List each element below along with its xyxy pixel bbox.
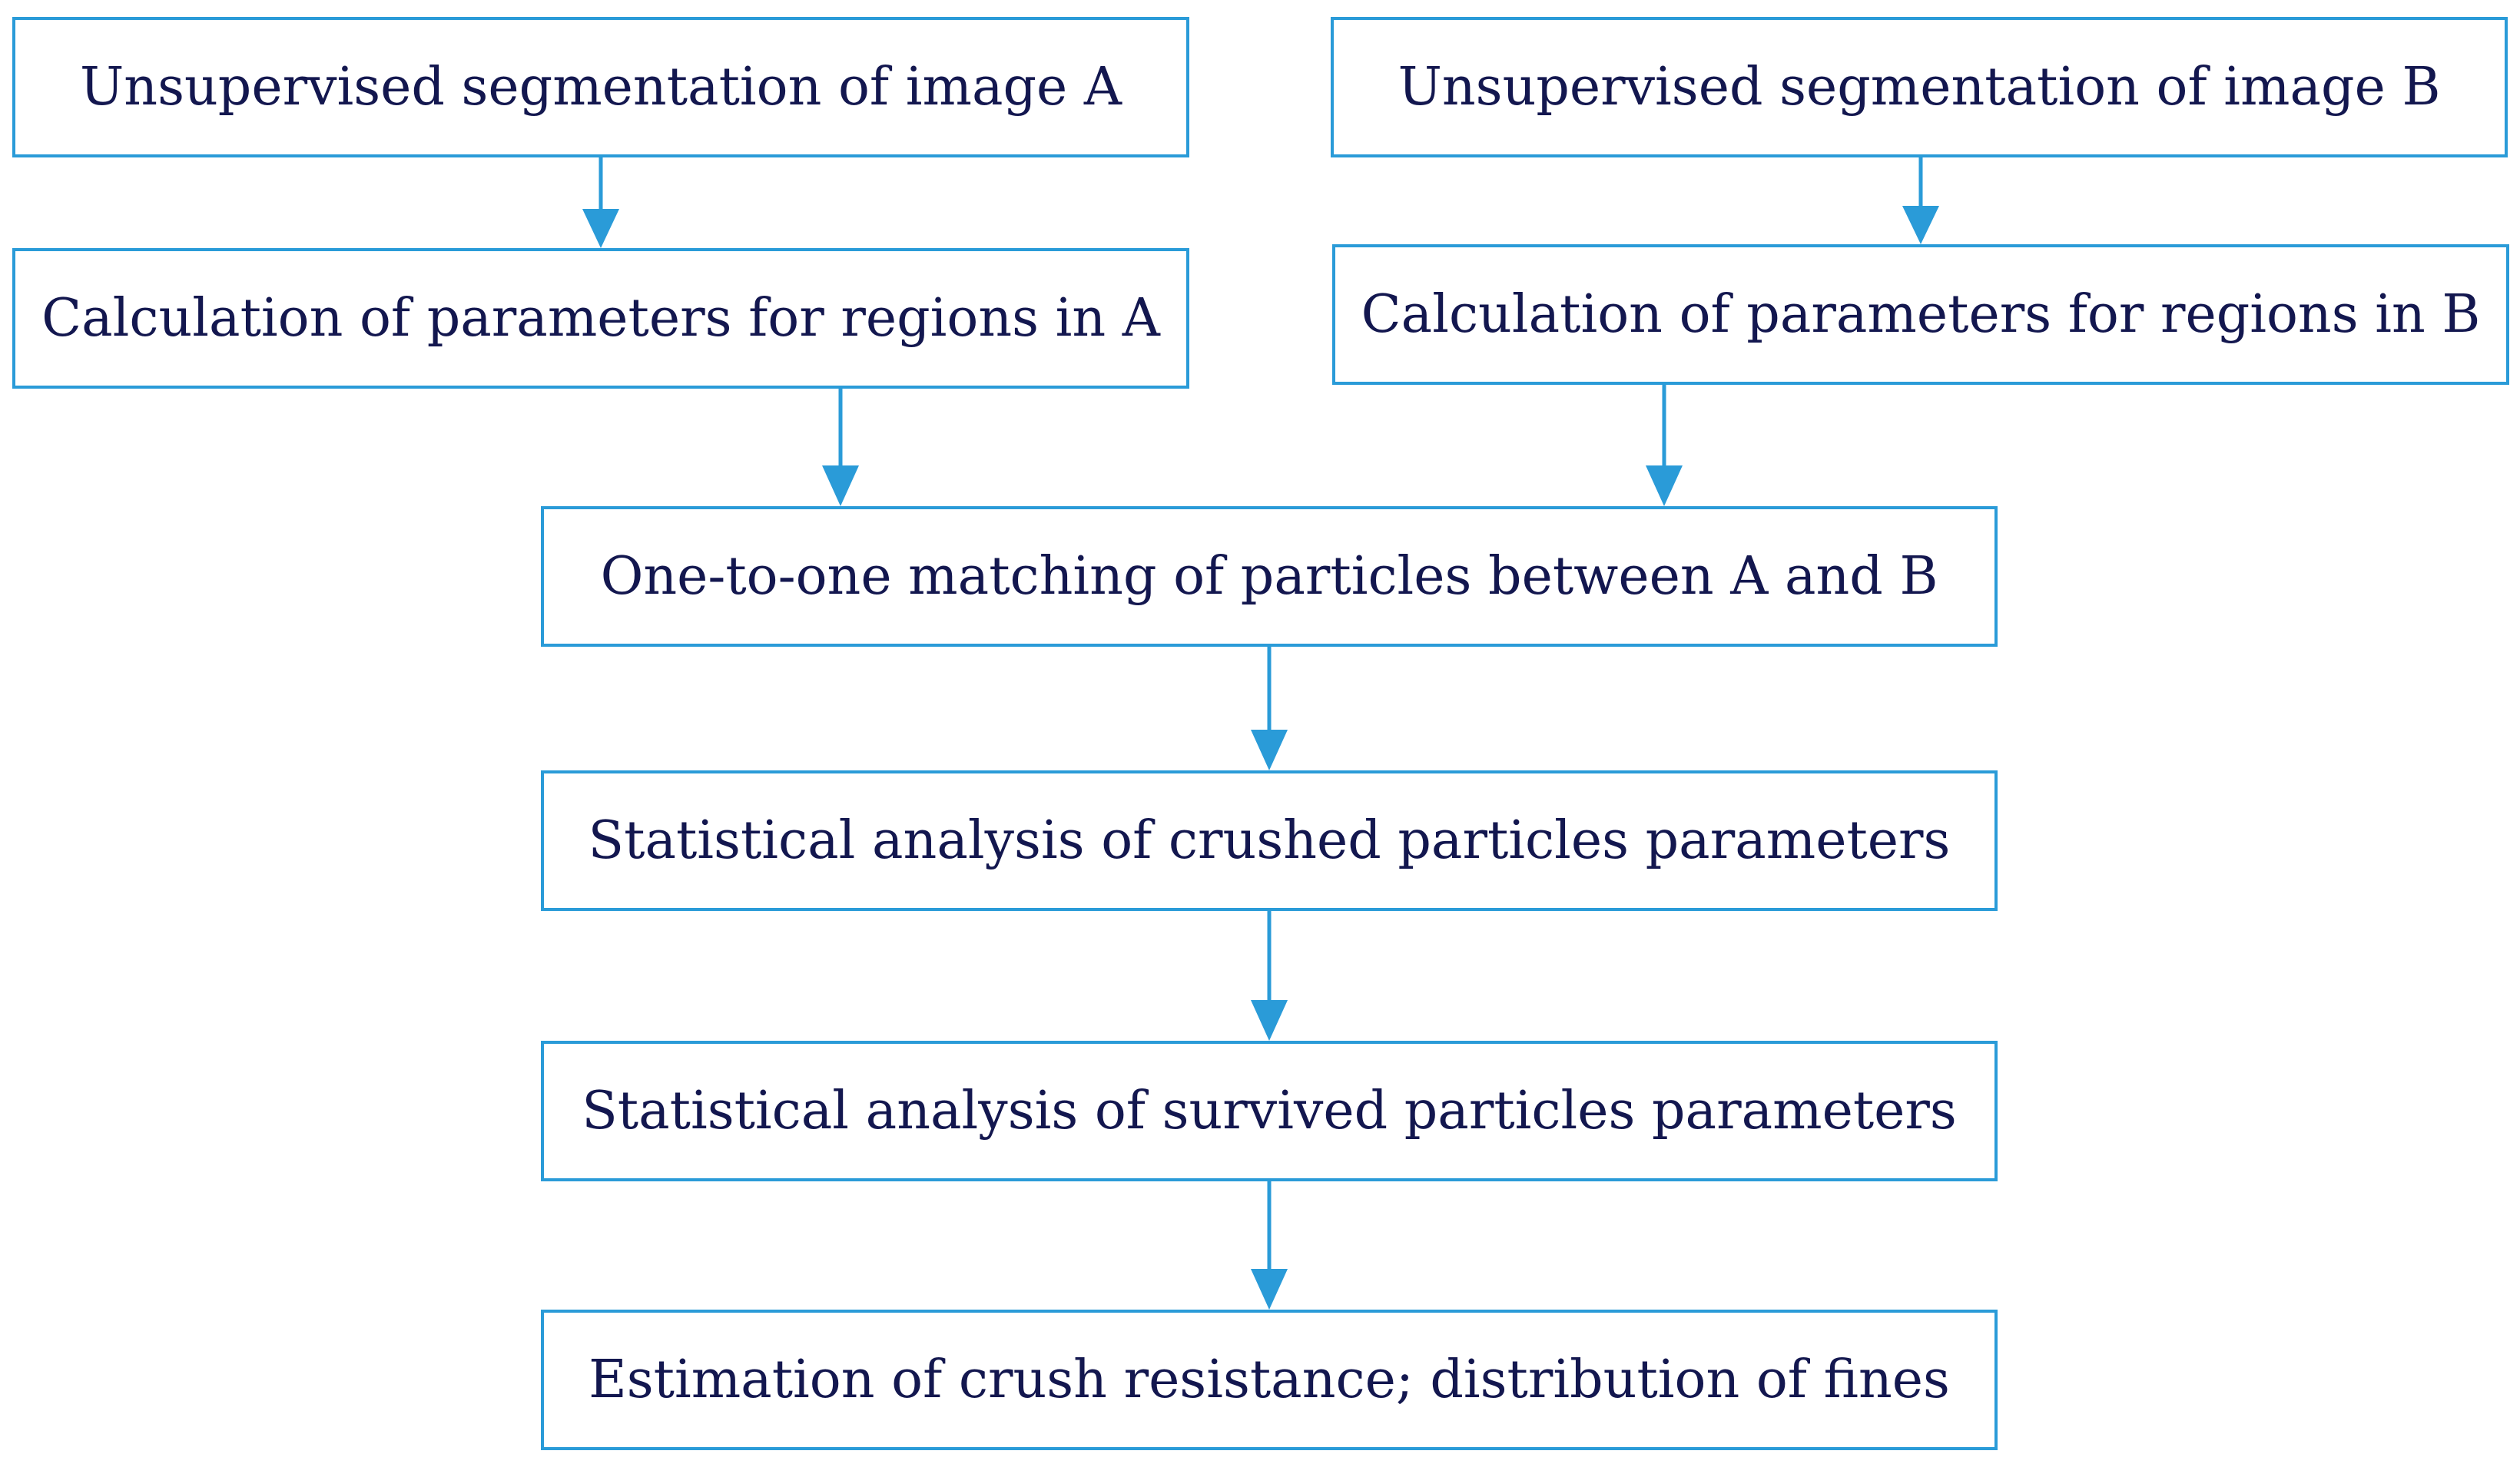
node-matching: One-to-one matching of particles between… bbox=[541, 506, 1998, 647]
node-matching-label: One-to-one matching of particles between… bbox=[600, 546, 1938, 607]
arrowhead-matching-to-crushed bbox=[1251, 730, 1288, 770]
arrowhead-calc-b-to-matching bbox=[1646, 465, 1683, 506]
node-segmentation-b-label: Unsupervised segmentation of image B bbox=[1398, 57, 2441, 118]
node-calculation-a-label: Calculation of parameters for regions in… bbox=[41, 288, 1160, 349]
node-calculation-b: Calculation of parameters for regions in… bbox=[1332, 244, 2509, 385]
node-estimation-label: Estimation of crush resistance; distribu… bbox=[589, 1350, 1950, 1410]
arrowhead-calc-a-to-matching bbox=[822, 465, 859, 506]
node-segmentation-a-label: Unsupervised segmentation of image A bbox=[80, 57, 1122, 118]
node-calculation-b-label: Calculation of parameters for regions in… bbox=[1361, 284, 2481, 345]
node-segmentation-a: Unsupervised segmentation of image A bbox=[12, 17, 1189, 157]
arrowhead-survived-to-estimation bbox=[1251, 1269, 1288, 1310]
node-segmentation-b: Unsupervised segmentation of image B bbox=[1331, 17, 2508, 157]
node-calculation-a: Calculation of parameters for regions in… bbox=[12, 248, 1189, 389]
arrowhead-crushed-to-survived bbox=[1251, 1000, 1288, 1041]
node-survived-analysis-label: Statistical analysis of survived particl… bbox=[582, 1081, 1957, 1141]
node-crushed-analysis: Statistical analysis of crushed particle… bbox=[541, 770, 1998, 911]
arrowhead-seg-a-to-calc-a bbox=[582, 209, 619, 248]
node-survived-analysis: Statistical analysis of survived particl… bbox=[541, 1041, 1998, 1181]
arrowhead-seg-b-to-calc-b bbox=[1902, 206, 1939, 244]
node-estimation: Estimation of crush resistance; distribu… bbox=[541, 1310, 1998, 1450]
node-crushed-analysis-label: Statistical analysis of crushed particle… bbox=[588, 810, 1951, 871]
